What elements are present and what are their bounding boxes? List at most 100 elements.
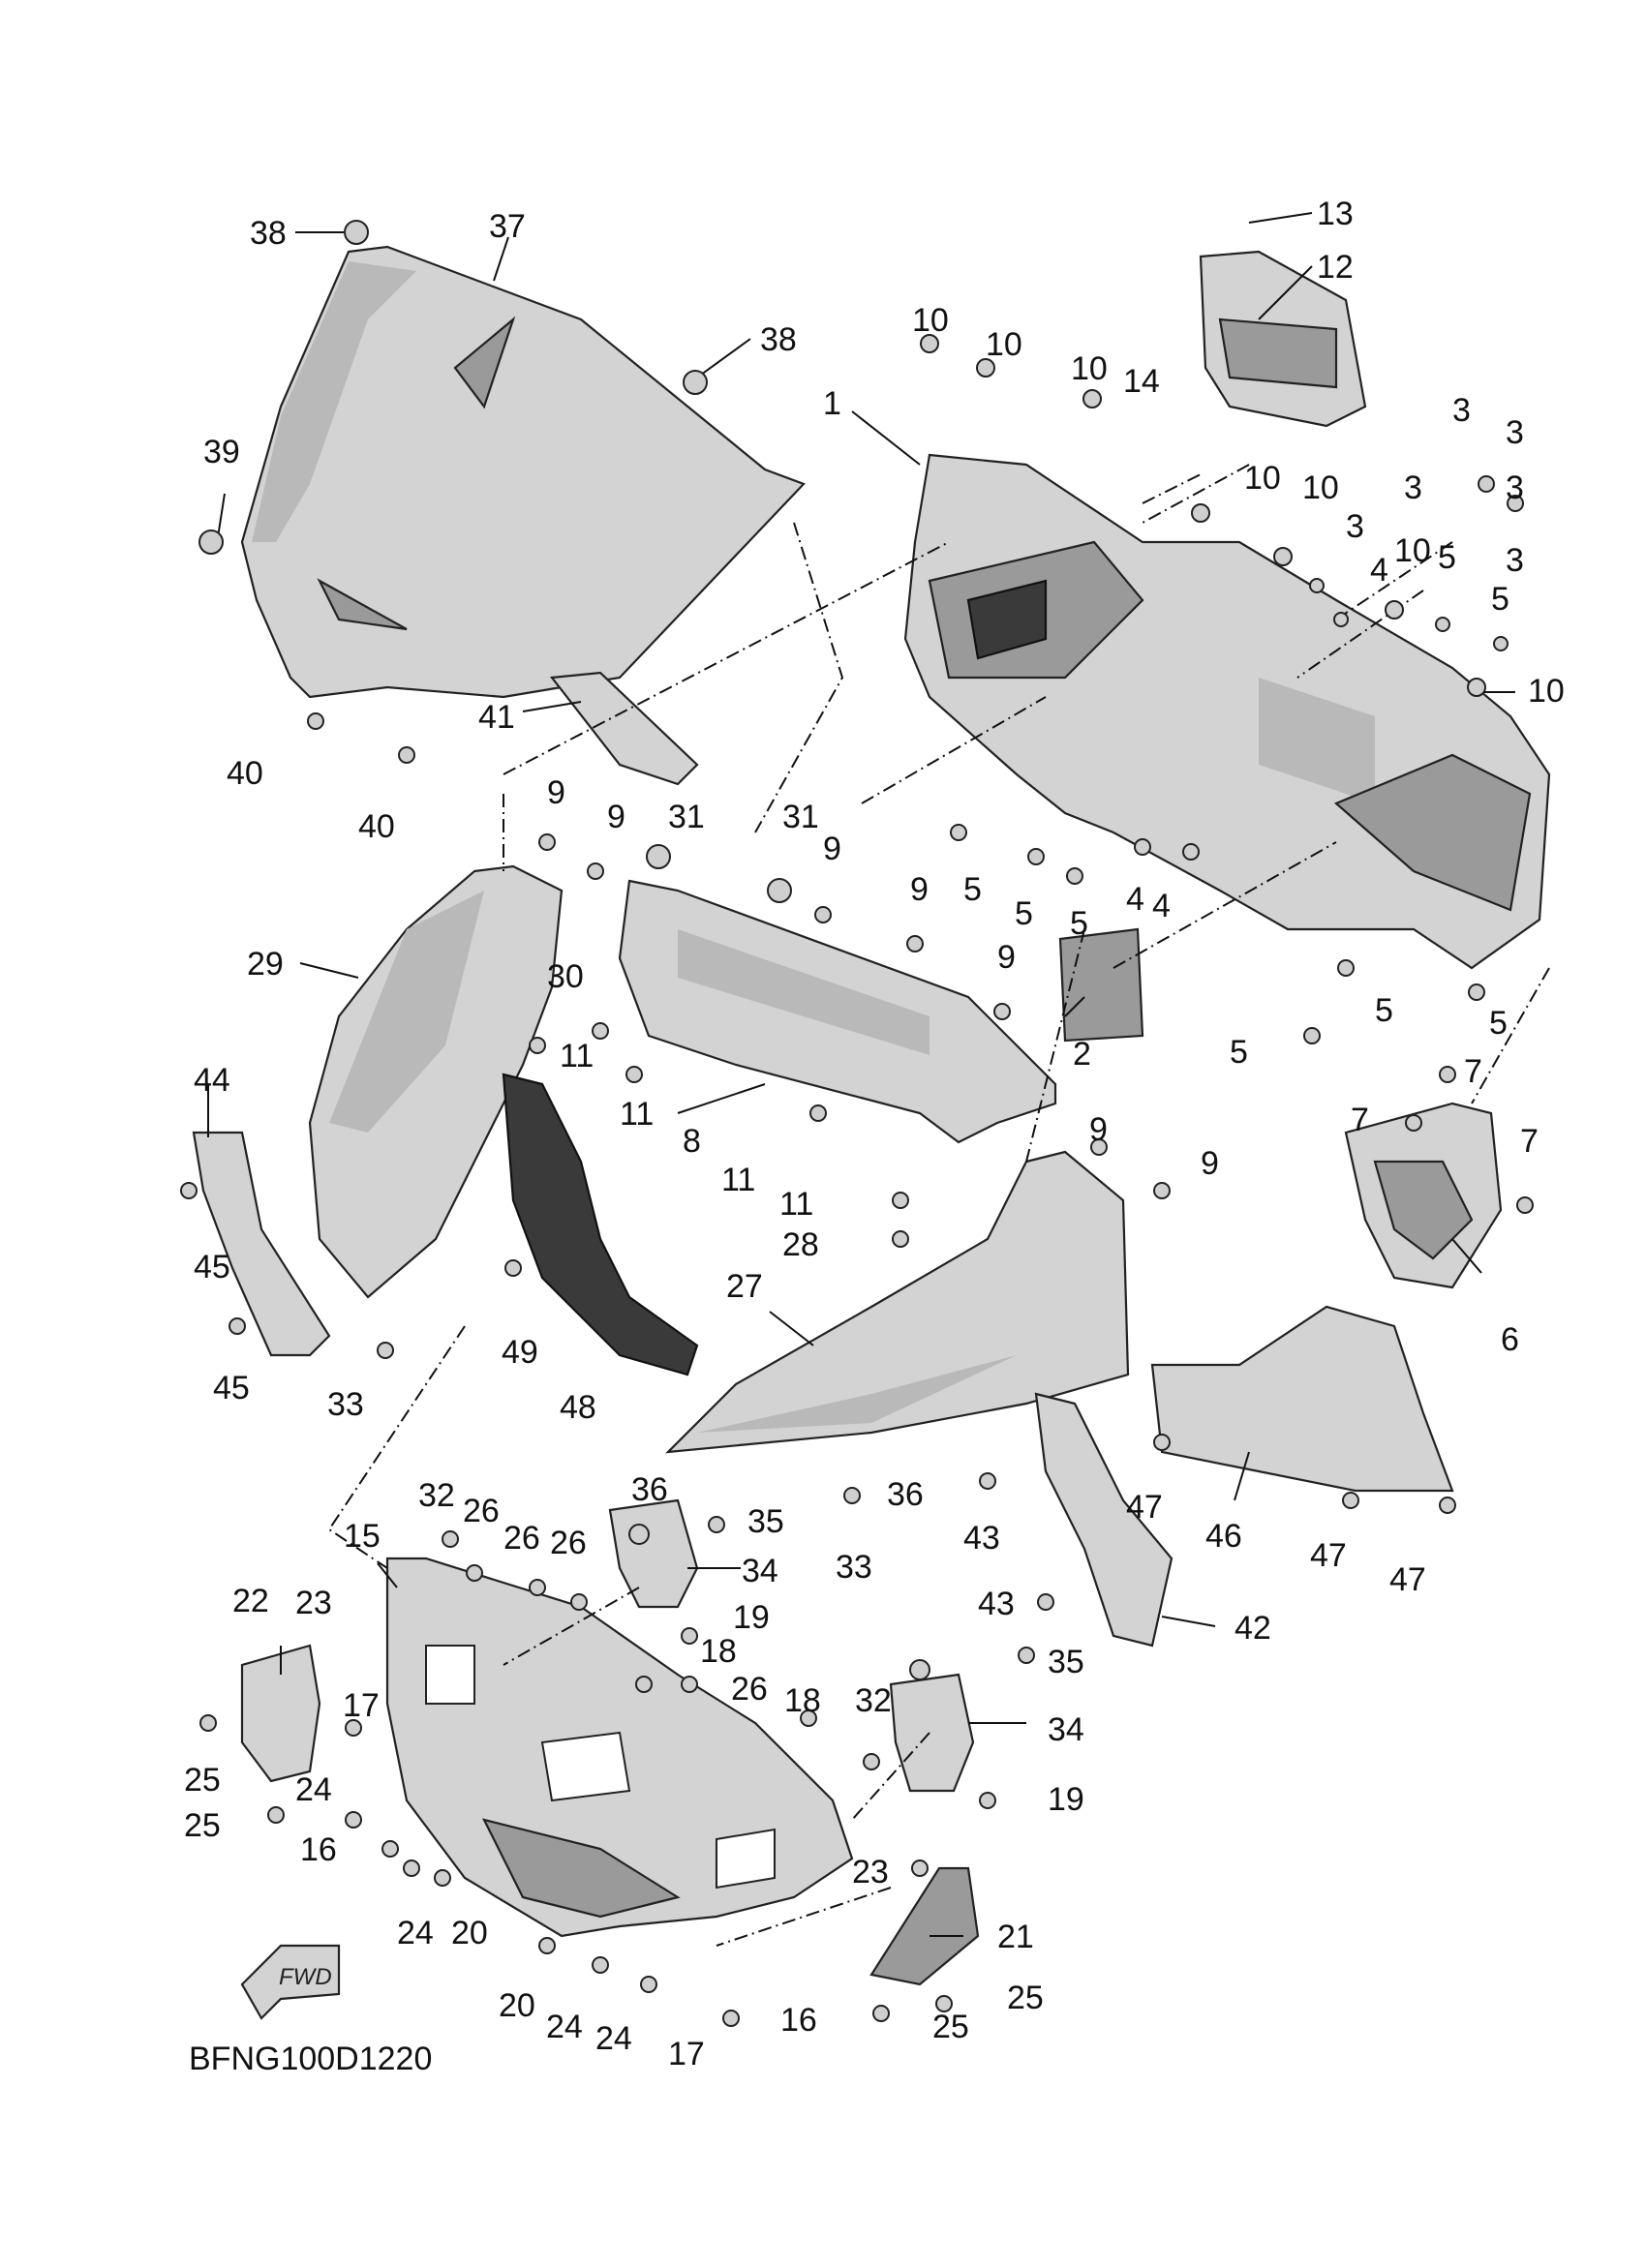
callout: 42 bbox=[1234, 1610, 1271, 1647]
callout: 9 bbox=[607, 799, 625, 835]
callout: 21 bbox=[997, 1919, 1034, 1955]
leader-lines bbox=[207, 212, 1515, 1937]
callout: 38 bbox=[760, 321, 797, 358]
callout: 7 bbox=[1520, 1123, 1539, 1160]
part-34-bracket-upper bbox=[608, 1498, 699, 1609]
callout: 17 bbox=[343, 1687, 380, 1724]
callout: 36 bbox=[887, 1476, 924, 1513]
part-48-panel bbox=[502, 1073, 699, 1376]
fwd-label: FWD bbox=[279, 1964, 332, 1990]
callout: 36 bbox=[631, 1471, 668, 1508]
callout: 16 bbox=[780, 2002, 817, 2039]
callout: 16 bbox=[300, 1831, 337, 1868]
callout: 5 bbox=[1070, 905, 1088, 942]
callout: 11 bbox=[779, 1186, 813, 1223]
callout: 5 bbox=[963, 871, 982, 908]
callout: 24 bbox=[595, 2020, 632, 2057]
part-8-crossmember bbox=[618, 879, 1057, 1144]
callout: 2 bbox=[1073, 1036, 1091, 1073]
callout: 25 bbox=[184, 1762, 221, 1799]
callout: 5 bbox=[1491, 581, 1509, 618]
callout: 48 bbox=[560, 1389, 596, 1426]
part-2-pad bbox=[1058, 927, 1144, 1043]
callout: 12 bbox=[1317, 249, 1354, 286]
callout: 32 bbox=[418, 1477, 455, 1514]
callout: 20 bbox=[499, 1987, 535, 2024]
part-37-upper-cowl bbox=[240, 245, 806, 699]
callout: 22 bbox=[232, 1583, 269, 1619]
callout: 5 bbox=[1230, 1034, 1248, 1071]
callout: 9 bbox=[823, 831, 841, 867]
callout: 11 bbox=[721, 1162, 755, 1198]
callout: 31 bbox=[782, 799, 819, 835]
part-12-bracket bbox=[1199, 250, 1367, 428]
callout: 30 bbox=[547, 958, 584, 995]
part-44-bracket bbox=[192, 1131, 331, 1357]
callout: 10 bbox=[1394, 532, 1431, 569]
callout: 1 bbox=[823, 385, 841, 422]
callout: 23 bbox=[852, 1854, 889, 1890]
callout: 19 bbox=[1048, 1781, 1084, 1818]
callout: 28 bbox=[782, 1226, 819, 1263]
callout: 5 bbox=[1438, 539, 1456, 576]
callout: 24 bbox=[546, 2009, 583, 2045]
callout: 26 bbox=[731, 1671, 768, 1708]
fasteners bbox=[180, 220, 1534, 2027]
part-15-front-bumper bbox=[385, 1557, 854, 1938]
part-6-side-cover bbox=[1344, 1102, 1503, 1289]
callout: 10 bbox=[1244, 460, 1281, 497]
callout: 3 bbox=[1506, 469, 1524, 506]
callout: 34 bbox=[1048, 1711, 1084, 1748]
callout: 5 bbox=[1489, 1005, 1508, 1042]
callout: 41 bbox=[478, 699, 515, 736]
callout: 3 bbox=[1404, 469, 1422, 506]
callout: 6 bbox=[1501, 1321, 1519, 1358]
callout: 44 bbox=[194, 1062, 230, 1099]
callout: 24 bbox=[397, 1915, 434, 1951]
callout: 8 bbox=[683, 1123, 701, 1160]
callout: 34 bbox=[742, 1553, 778, 1589]
callout: 11 bbox=[620, 1096, 654, 1133]
part-27-right-fender bbox=[665, 1150, 1130, 1454]
callout: 9 bbox=[547, 774, 565, 811]
callout-labels: 38 37 38 39 40 40 41 1 10 10 10 14 13 12… bbox=[184, 196, 1565, 2072]
callout: 26 bbox=[550, 1525, 587, 1561]
callout: 7 bbox=[1351, 1102, 1369, 1138]
callout: 20 bbox=[451, 1915, 488, 1951]
callout: 9 bbox=[997, 939, 1016, 976]
callout: 25 bbox=[1007, 1980, 1044, 2016]
callout: 23 bbox=[295, 1585, 332, 1621]
part-34-bracket-lower bbox=[889, 1673, 975, 1793]
callout: 17 bbox=[668, 2036, 705, 2072]
callout: 13 bbox=[1317, 196, 1354, 232]
callout: 35 bbox=[747, 1503, 784, 1540]
callout: 26 bbox=[503, 1520, 540, 1557]
callout: 47 bbox=[1389, 1561, 1426, 1598]
callout: 9 bbox=[910, 871, 929, 908]
callout: 27 bbox=[726, 1268, 763, 1305]
callout: 31 bbox=[668, 799, 705, 835]
callout: 33 bbox=[327, 1386, 364, 1423]
callout: 18 bbox=[784, 1682, 821, 1719]
callout: 39 bbox=[203, 434, 240, 470]
part-1-main-panel bbox=[903, 453, 1551, 970]
callout: 45 bbox=[213, 1370, 250, 1406]
callout: 29 bbox=[247, 946, 284, 983]
callout: 35 bbox=[1048, 1644, 1084, 1680]
callout: 7 bbox=[1464, 1053, 1482, 1090]
diagram-code: BFNG100D1220 bbox=[189, 2041, 432, 2077]
callout: 10 bbox=[912, 302, 949, 339]
callout: 3 bbox=[1452, 392, 1471, 429]
callout: 5 bbox=[1015, 895, 1033, 932]
callout: 24 bbox=[295, 1771, 332, 1808]
callout: 25 bbox=[932, 2009, 969, 2045]
callout: 4 bbox=[1126, 881, 1144, 918]
callout: 3 bbox=[1506, 542, 1524, 579]
callout: 5 bbox=[1375, 992, 1393, 1029]
callout: 9 bbox=[1201, 1145, 1219, 1182]
callout: 43 bbox=[963, 1520, 1000, 1557]
callout: 18 bbox=[700, 1633, 737, 1670]
callout: 4 bbox=[1152, 888, 1171, 924]
fwd-arrow-icon: FWD bbox=[240, 1944, 341, 2020]
